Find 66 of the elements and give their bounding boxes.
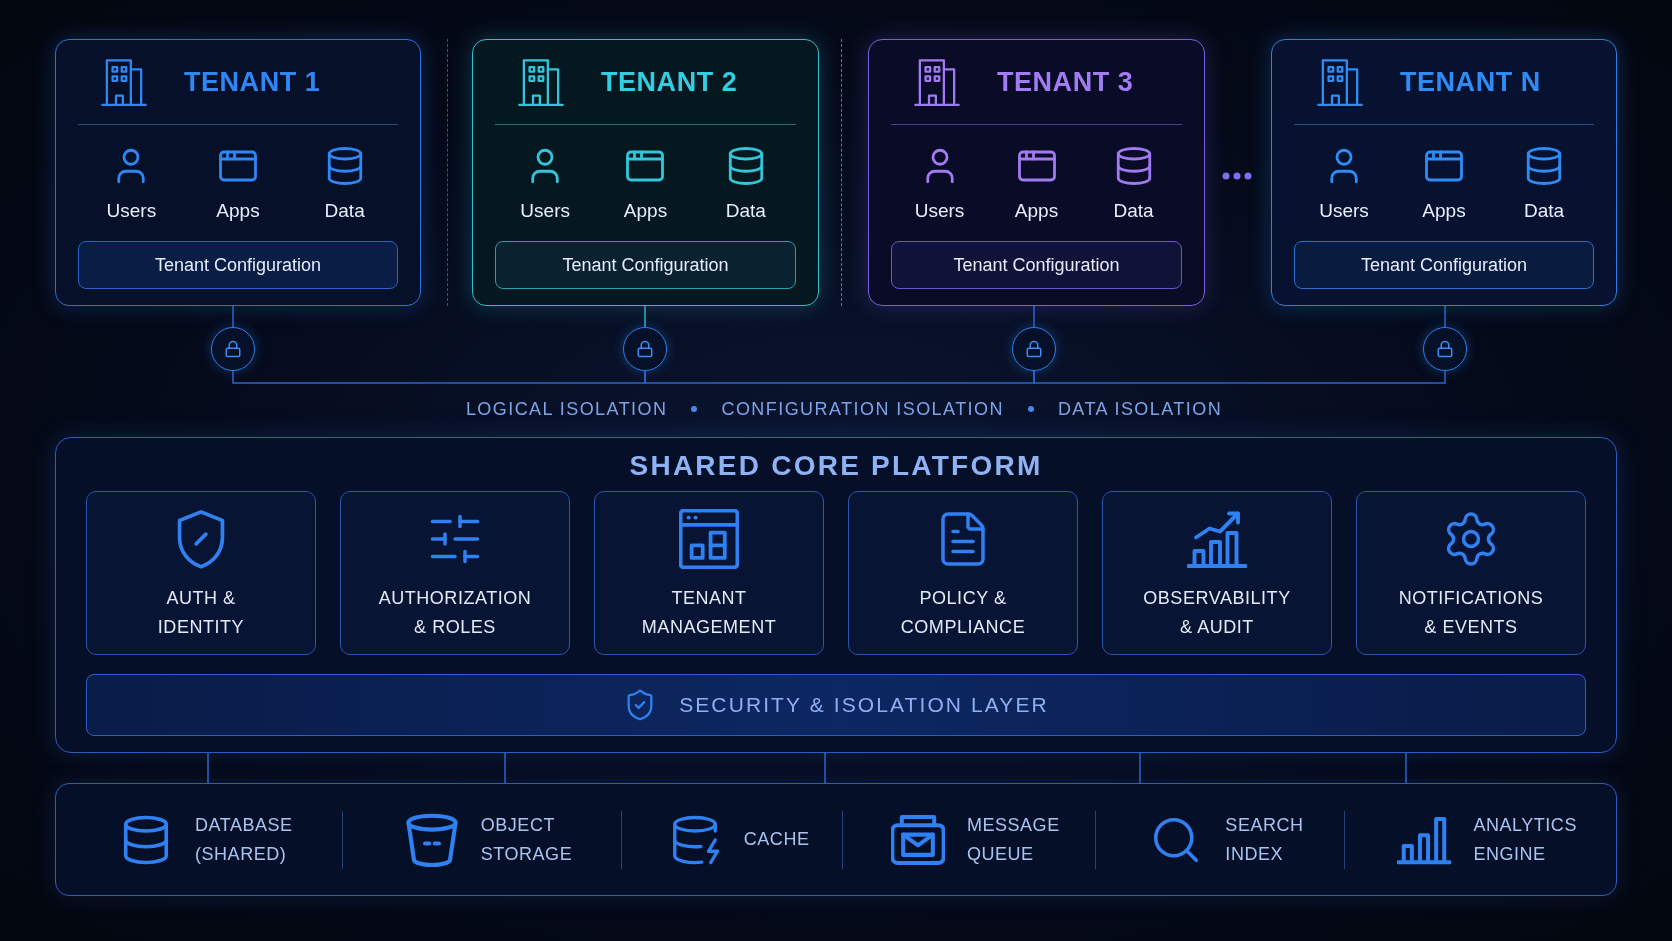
service-card	[1102, 491, 1332, 655]
tenant-panel	[55, 39, 421, 306]
connector-line	[1139, 752, 1141, 784]
tenant-panel	[1271, 39, 1617, 306]
security-layer-bar	[86, 674, 1586, 736]
resource-label: OBJECT STORAGE	[480, 813, 573, 866]
item-label: Users	[1319, 199, 1369, 223]
service-label: NOTIFICATIONS & EVENTS	[1397, 587, 1545, 639]
config-panel	[78, 241, 398, 289]
tenant-title: TENANT 1	[184, 66, 321, 98]
isolation-label: LOGICAL ISOLATION	[465, 398, 668, 421]
service-card	[340, 491, 570, 655]
config-label: Tenant Configuration	[953, 254, 1120, 276]
item-label: Data	[1113, 199, 1154, 223]
service-card	[594, 491, 824, 655]
service-label: OBSERVABILITY & AUDIT	[1142, 587, 1292, 639]
platform-title: SHARED CORE PLATFORM	[629, 449, 1043, 483]
config-panel	[495, 241, 796, 289]
connector-line	[1033, 305, 1035, 328]
resource-label: DATABASE (SHARED)	[194, 813, 293, 866]
item-label: Apps	[1014, 199, 1059, 223]
service-card	[848, 491, 1078, 655]
tenant-title: TENANT N	[1400, 66, 1541, 98]
config-label: Tenant Configuration	[562, 254, 729, 276]
connector-line	[1033, 370, 1446, 384]
service-label: AUTH & IDENTITY	[156, 587, 246, 639]
item-label: Users	[520, 199, 570, 223]
config-label: Tenant Configuration	[1360, 254, 1528, 276]
service-label: TENANT MANAGEMENT	[640, 587, 778, 639]
resource-label: CACHE	[743, 828, 810, 851]
resource-label: MESSAGE QUEUE	[966, 813, 1060, 866]
connector-line	[232, 370, 646, 384]
service-card	[86, 491, 316, 655]
config-label: Tenant Configuration	[154, 254, 322, 276]
resource-label: SEARCH INDEX	[1225, 813, 1304, 866]
item-label: Data	[324, 199, 365, 223]
service-label: POLICY & COMPLIANCE	[899, 587, 1027, 639]
connector-line	[824, 752, 826, 784]
item-label: Apps	[1422, 199, 1466, 223]
connector-line	[207, 752, 209, 784]
isolation-label: DATA ISOLATION	[1057, 398, 1223, 421]
connector-line	[504, 752, 506, 784]
service-label: AUTHORIZATION & ROLES	[377, 587, 533, 639]
tenant-panel	[868, 39, 1205, 306]
tenant-title: TENANT 3	[997, 66, 1134, 98]
item-label: Apps	[216, 199, 260, 223]
service-card	[1356, 491, 1586, 655]
item-label: Data	[725, 199, 766, 223]
infrastructure-panel	[55, 783, 1617, 896]
connector-line	[644, 305, 646, 328]
connector-line	[232, 305, 234, 328]
connector-line	[1405, 752, 1407, 784]
item-label: Users	[106, 199, 157, 223]
tenant-title: TENANT 2	[601, 66, 738, 98]
item-label: Data	[1523, 199, 1565, 223]
connector-line	[644, 370, 1035, 384]
item-label: Apps	[623, 199, 668, 223]
config-panel	[1294, 241, 1594, 289]
platform-panel	[55, 437, 1617, 753]
tenant-panel	[472, 39, 819, 306]
resource-label: ANALYTICS ENGINE	[1473, 813, 1577, 866]
connector-line	[1444, 305, 1446, 328]
isolation-label: CONFIGURATION ISOLATION	[721, 398, 1004, 421]
layer-label: SECURITY & ISOLATION LAYER	[679, 692, 1049, 718]
config-panel	[891, 241, 1182, 289]
item-label: Users	[914, 199, 965, 223]
